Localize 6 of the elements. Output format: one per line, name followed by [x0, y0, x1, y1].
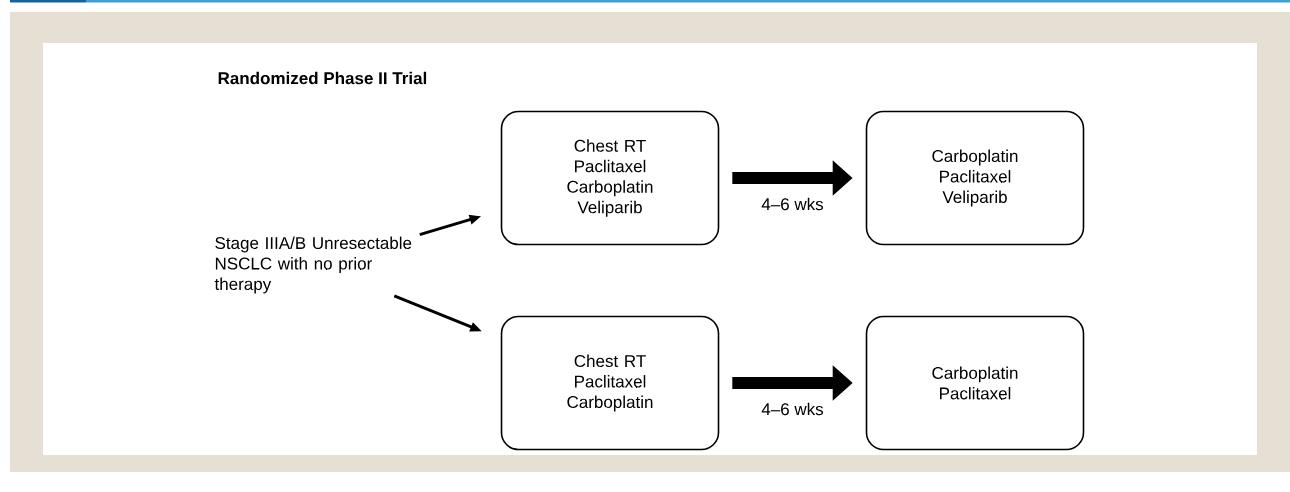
treatment-box: Carboplatin Paclitaxel Veliparib: [865, 110, 1085, 246]
treatment-box: Carboplatin Paclitaxel: [865, 315, 1085, 451]
treatment-box: Chest RT Paclitaxel Carboplatin Veliparib: [500, 110, 720, 246]
treatment-box: Chest RT Paclitaxel Carboplatin: [500, 315, 720, 451]
title: Randomized Phase II Trial: [218, 71, 427, 85]
condition-text: Stage IIIA/B Unresectable NSCLC with no prior therapy: [214, 236, 412, 294]
